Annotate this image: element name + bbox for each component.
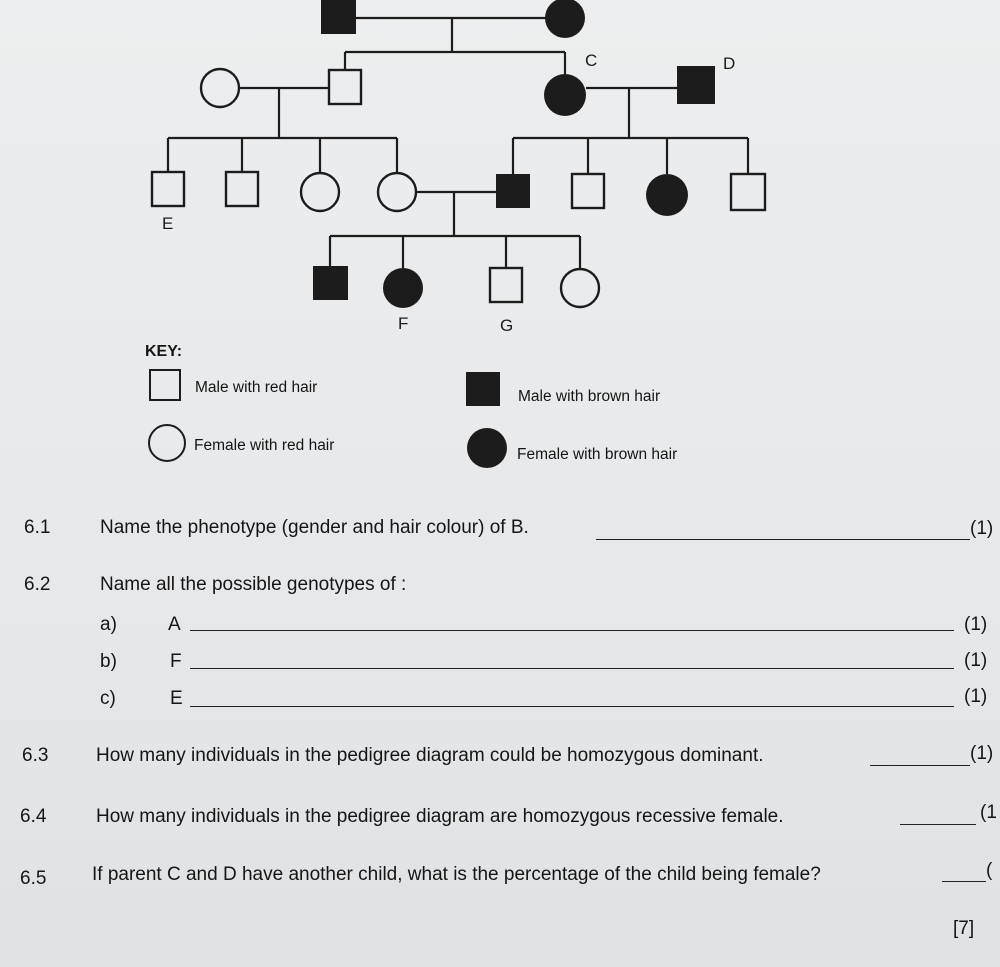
q6-2b-answer-line[interactable] bbox=[190, 668, 954, 669]
gen3-male-red-3 bbox=[570, 172, 606, 210]
q6-2b-mark: (1) bbox=[964, 650, 988, 671]
key-male-brown-symbol bbox=[466, 372, 500, 406]
gen3-male-red-2 bbox=[224, 170, 260, 208]
q6-2c-letter: c) bbox=[100, 688, 116, 709]
q6-5-mark: ( bbox=[986, 860, 993, 881]
q6-2-number: 6.2 bbox=[24, 574, 51, 595]
label-d: D bbox=[723, 54, 735, 73]
key-male-red-symbol bbox=[149, 369, 181, 401]
q6-5-number: 6.5 bbox=[20, 868, 47, 889]
gen2-male-red bbox=[327, 68, 363, 106]
gen3-female-red-1 bbox=[299, 171, 341, 213]
q6-2c-individual: E bbox=[170, 688, 183, 709]
label-c: C bbox=[585, 51, 597, 70]
q6-2a-individual: A bbox=[168, 614, 181, 635]
gen3-male-brown bbox=[496, 174, 530, 208]
q6-1-answer-line[interactable] bbox=[596, 539, 970, 540]
q6-2a-mark: (1) bbox=[964, 614, 988, 635]
q6-1-text: Name the phenotype (gender and hair colo… bbox=[100, 517, 529, 538]
gen1-female-brown bbox=[545, 0, 585, 38]
label-g: G bbox=[500, 316, 513, 335]
gen3-male-red-4 bbox=[729, 172, 767, 212]
q6-4-number: 6.4 bbox=[20, 806, 47, 827]
key-female-brown-symbol bbox=[467, 428, 507, 468]
q6-5-text: If parent C and D have another child, wh… bbox=[92, 864, 821, 885]
gen4-male-brown bbox=[313, 266, 348, 300]
total-marks: [7] bbox=[953, 918, 975, 939]
pedigree-diagram: C D E F G bbox=[148, 0, 767, 468]
q6-4-mark: (1 bbox=[980, 802, 997, 823]
key-female-red-symbol bbox=[148, 424, 186, 462]
q6-1-number: 6.1 bbox=[24, 517, 51, 538]
q6-4-answer-line[interactable] bbox=[900, 824, 976, 825]
individual-f bbox=[383, 268, 423, 308]
gen3-female-brown bbox=[646, 174, 688, 216]
q6-3-text: How many individuals in the pedigree dia… bbox=[96, 745, 764, 766]
q6-2-text: Name all the possible genotypes of : bbox=[100, 574, 407, 595]
gen2-female-red bbox=[199, 67, 241, 109]
q6-5-answer-line[interactable] bbox=[942, 881, 986, 882]
q6-2b-individual: F bbox=[170, 651, 182, 672]
key-title: KEY: bbox=[145, 343, 183, 360]
q6-4-text: How many individuals in the pedigree dia… bbox=[96, 806, 784, 827]
gen3-female-red-2 bbox=[376, 171, 418, 213]
individual-e bbox=[150, 170, 186, 208]
q6-3-mark: (1) bbox=[970, 743, 994, 764]
gen4-female-red bbox=[559, 267, 601, 309]
key-male-red-label: Male with red hair bbox=[195, 379, 318, 396]
key-male-brown-label: Male with brown hair bbox=[518, 388, 661, 405]
q6-2a-answer-line[interactable] bbox=[190, 630, 954, 631]
q6-2b-letter: b) bbox=[100, 651, 117, 672]
individual-c bbox=[544, 74, 586, 116]
gen1-male-brown bbox=[321, 0, 356, 34]
q6-1-mark: (1) bbox=[970, 518, 994, 539]
q6-3-answer-line[interactable] bbox=[870, 765, 970, 766]
individual-g bbox=[488, 266, 524, 304]
q6-2a-letter: a) bbox=[100, 614, 117, 635]
q6-2c-mark: (1) bbox=[964, 686, 988, 707]
key-female-brown-label: Female with brown hair bbox=[517, 446, 678, 463]
key-female-red-label: Female with red hair bbox=[194, 437, 335, 454]
label-e: E bbox=[162, 214, 173, 233]
label-f: F bbox=[398, 314, 408, 333]
q6-2c-answer-line[interactable] bbox=[190, 706, 954, 707]
individual-d bbox=[677, 66, 715, 104]
q6-3-number: 6.3 bbox=[22, 745, 49, 766]
